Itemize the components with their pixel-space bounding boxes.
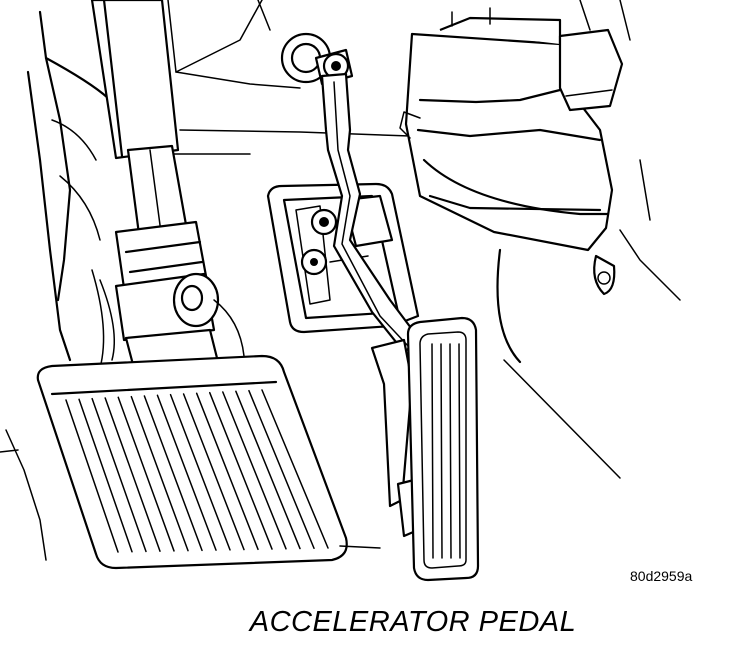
figure-caption: ACCELERATOR PEDAL: [249, 606, 577, 638]
tread-stripe: [248, 389, 315, 550]
tread-stripe: [261, 389, 329, 549]
accelerator-rib: [431, 343, 434, 559]
tread-stripe: [169, 393, 231, 551]
tread-stripe: [117, 396, 175, 552]
tread-stripe: [91, 397, 147, 553]
figure-reference-code: 80d2959a: [630, 568, 693, 584]
brake-pedal: [36, 354, 348, 570]
tread-stripe: [235, 390, 301, 550]
accelerator-assembly: [280, 32, 480, 582]
accelerator-rib: [458, 343, 461, 559]
tread-stripe: [130, 395, 189, 552]
kick-panel-trim: [399, 0, 681, 364]
accelerator-pad-ribs: [431, 343, 461, 559]
firewall-background: [26, 0, 411, 362]
pedal-illustration: [0, 0, 681, 582]
accelerator-rib: [440, 343, 443, 559]
floor-lines: [0, 359, 621, 561]
brake-pedal-tread: [65, 389, 329, 553]
tread-stripe: [156, 394, 217, 551]
tread-stripe: [104, 397, 161, 552]
tread-stripe: [182, 393, 245, 551]
tread-stripe: [222, 391, 287, 550]
tread-stripe: [65, 399, 119, 553]
accelerator-rib: [449, 343, 452, 559]
tread-stripe: [208, 391, 273, 550]
tread-stripe: [195, 392, 259, 551]
tread-stripe: [143, 395, 203, 552]
steering-shaft: [90, 0, 245, 378]
tread-stripe: [78, 398, 133, 553]
